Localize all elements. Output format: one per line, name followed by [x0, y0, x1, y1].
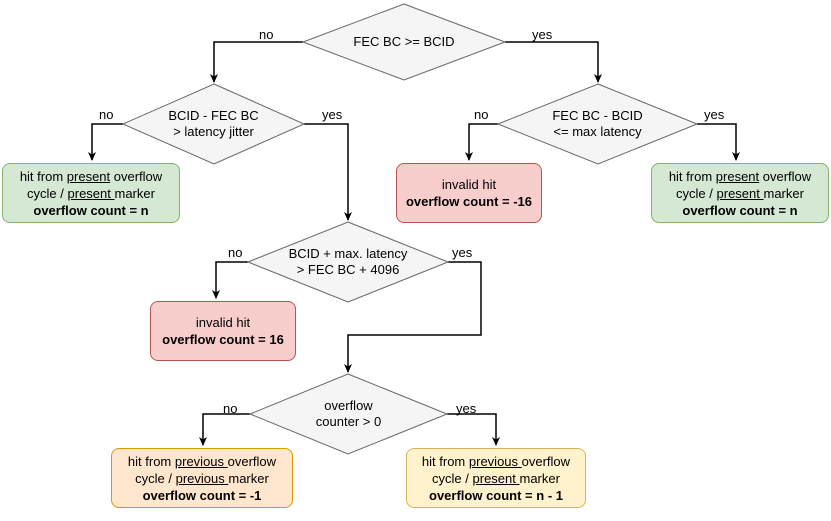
- decision-2-text: BCID - FEC BC > latency jitter: [123, 84, 304, 164]
- edge-label-d4-no: no: [228, 245, 243, 260]
- edge-d3-no: [465, 123, 498, 161]
- outcome-line-1: hit from previous overflow: [421, 453, 571, 469]
- decision-diamond-2: [121, 83, 306, 165]
- decision-diamond-4: [246, 221, 450, 303]
- outcome-line-1: hit from present overflow: [19, 168, 163, 184]
- edge-d4-no: [212, 261, 248, 299]
- decision-diamond-1: [301, 3, 507, 81]
- outcome-invalid-hit-16: invalid hit overflow count = 16: [150, 301, 296, 361]
- outcome-previous-overflow-previous-marker: hit from previous overflow cycle / previ…: [111, 448, 293, 508]
- overflow-count: overflow count = 16: [162, 332, 284, 347]
- decision-1-text: FEC BC >= BCID: [303, 4, 505, 80]
- decision-4-line-2: > FEC BC + 4096: [296, 262, 400, 277]
- decision-4-line-1: BCID + max. latency: [288, 246, 408, 261]
- decision-diamond-5: [248, 373, 449, 455]
- decision-2-line-2: > latency jitter: [173, 124, 254, 139]
- decision-3-line-1: FEC BC - BCID: [552, 108, 643, 123]
- outcome-line-2: cycle / present marker: [676, 185, 804, 201]
- edge-d1-yes: [505, 41, 602, 83]
- edge-label-d5-yes: yes: [456, 401, 477, 416]
- outcome-line-1: hit from previous overflow: [127, 453, 277, 469]
- decision-5-line-2: counter > 0: [315, 414, 382, 429]
- outcome-line-2: cycle / present marker: [432, 470, 560, 486]
- decision-3-text: FEC BC - BCID <= max latency: [498, 84, 697, 164]
- overflow-count: overflow count = -1: [142, 487, 262, 503]
- edge-label-d2-yes: yes: [322, 107, 343, 122]
- outcome-line-1: invalid hit: [441, 177, 497, 192]
- decision-2-line-1: BCID - FEC BC: [168, 108, 259, 123]
- decision-3-line-2: <= max latency: [553, 124, 642, 139]
- edge-d5-yes: [447, 413, 500, 446]
- decision-5-line-1: overflow: [324, 398, 373, 413]
- edge-label-d3-no: no: [474, 107, 489, 122]
- outcome-previous-overflow-present-marker: hit from previous overflow cycle / prese…: [406, 448, 586, 508]
- edge-d4-yes: [344, 261, 482, 373]
- overflow-count: overflow count = -16: [405, 194, 533, 209]
- edge-label-d1-no: no: [259, 27, 274, 42]
- decision-4-text: BCID + max. latency > FEC BC + 4096: [248, 222, 448, 302]
- overflow-count: overflow count = n - 1: [429, 487, 563, 503]
- overflow-count: overflow count = n: [33, 202, 149, 218]
- outcome-line-1: hit from present overflow: [668, 168, 812, 184]
- outcome-line-1: invalid hit: [195, 315, 251, 330]
- edge-d2-yes: [304, 123, 352, 221]
- outcome-invalid-hit-minus16: invalid hit overflow count = -16: [396, 163, 542, 223]
- outcome-present-overflow-left: hit from present overflow cycle / presen…: [2, 163, 180, 223]
- edge-d5-no: [199, 413, 250, 446]
- outcome-line-2: cycle / previous marker: [135, 470, 269, 486]
- edge-label-d2-no: no: [99, 107, 114, 122]
- edge-label-d4-yes: yes: [452, 245, 473, 260]
- decision-diamond-3: [496, 83, 699, 165]
- edge-label-d3-yes: yes: [704, 107, 725, 122]
- outcome-present-overflow-right: hit from present overflow cycle / presen…: [651, 163, 829, 223]
- decision-5-text: overflow counter > 0: [250, 374, 447, 454]
- edge-d2-no: [88, 123, 123, 161]
- outcome-line-2: cycle / present marker: [27, 185, 155, 201]
- overflow-count: overflow count = n: [682, 202, 798, 218]
- edge-label-d5-no: no: [223, 401, 238, 416]
- decision-1-line-1: FEC BC >= BCID: [353, 34, 455, 49]
- edge-label-d1-yes: yes: [532, 27, 553, 42]
- edge-d3-yes: [697, 123, 740, 161]
- edge-d1-no: [210, 41, 303, 83]
